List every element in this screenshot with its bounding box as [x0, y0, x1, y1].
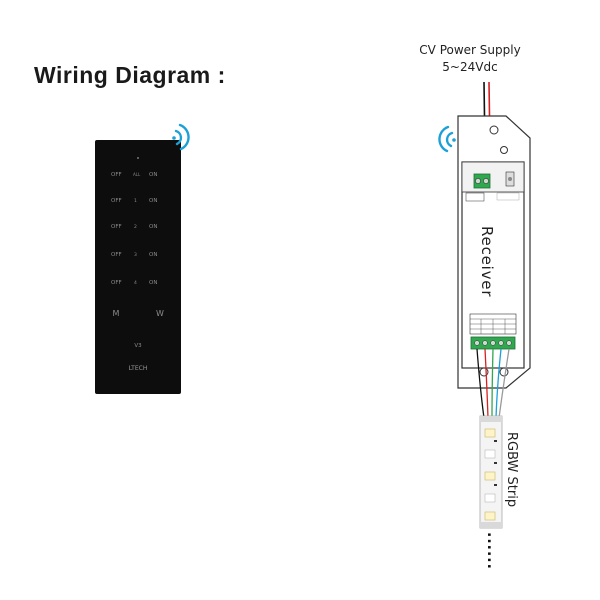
receiver-label: Receiver	[478, 226, 496, 297]
remote-on-button[interactable]: ON	[149, 224, 157, 230]
mounting-hole	[489, 125, 499, 135]
power-supply-name: CV Power Supply	[419, 43, 521, 57]
remote-zone-index: ALL	[133, 172, 141, 177]
remote-indicator-dot	[137, 157, 139, 159]
led-chip	[484, 493, 496, 503]
remote-mode-button[interactable]: M	[113, 309, 120, 318]
resistor	[494, 462, 497, 464]
wireless-signal-icon	[438, 125, 456, 153]
wireless-signal-icon	[172, 123, 190, 151]
remote-zone-index: 2	[134, 224, 137, 230]
diagram-title: Wiring Diagram :	[34, 62, 226, 88]
strip-label: RGBW Strip	[504, 432, 519, 507]
strip-end-pad	[480, 522, 502, 528]
mounting-hole	[499, 367, 509, 377]
remote-body	[95, 140, 181, 394]
learning-key-cap	[508, 177, 512, 181]
mounting-hole	[500, 146, 508, 154]
input-terminal-block	[473, 173, 491, 189]
remote-white-button[interactable]: W	[156, 309, 164, 318]
remote-zone-index: 4	[134, 280, 137, 286]
remote-zone-row: OFF 2 ON	[111, 224, 157, 230]
remote-on-button[interactable]: ON	[149, 198, 157, 204]
remote-on-button[interactable]: ON	[149, 280, 157, 286]
remote-zone-row: OFF 3 ON	[111, 252, 157, 258]
terminal-screw	[482, 340, 488, 346]
remote-on-button[interactable]: ON	[149, 252, 157, 258]
power-supply-label: CV Power Supply 5~24Vdc	[390, 42, 550, 76]
remote-zone-index: 3	[134, 252, 137, 258]
terminal-screw	[474, 340, 480, 346]
led-chip	[484, 428, 496, 438]
resistor	[494, 484, 497, 486]
terminal-screw	[483, 178, 489, 184]
remote-off-button[interactable]: OFF	[111, 224, 122, 230]
output-wires	[476, 348, 510, 419]
terminal-screw	[475, 178, 481, 184]
remote-model-label: V3	[134, 343, 142, 349]
input-label-plate	[465, 192, 485, 202]
strip-end-pad	[480, 416, 502, 422]
remote-zone-row: OFF 1 ON	[111, 198, 157, 204]
terminal-screw	[498, 340, 504, 346]
power-supply-voltage: 5~24Vdc	[442, 60, 498, 74]
remote-control: OFF ALL ON OFF 1 ON OFF 2 ON OFF 3 ON OF…	[95, 140, 181, 394]
remote-zone-row: OFF 4 ON	[111, 280, 157, 286]
receiver-unit: Receiver	[457, 115, 531, 389]
strip-continuation-dots: ......	[484, 532, 500, 570]
led-chip	[484, 511, 496, 521]
terminal-screw	[506, 340, 512, 346]
led-chip	[484, 471, 496, 481]
model-label-plate	[496, 192, 520, 201]
remote-zone-row: OFF ALL ON	[111, 172, 157, 178]
remote-brand-logo: LTECH	[129, 365, 148, 372]
remote-off-button[interactable]: OFF	[111, 252, 122, 258]
remote-off-button[interactable]: OFF	[111, 172, 122, 178]
terminal-screw	[490, 340, 496, 346]
remote-off-button[interactable]: OFF	[111, 198, 122, 204]
led-chip	[484, 449, 496, 459]
remote-zone-index: 1	[134, 198, 137, 204]
resistor	[494, 440, 497, 442]
remote-off-button[interactable]: OFF	[111, 280, 122, 286]
rgbw-led-strip	[479, 415, 503, 529]
remote-on-button[interactable]: ON	[149, 172, 157, 178]
receiver-input-section	[461, 161, 525, 193]
